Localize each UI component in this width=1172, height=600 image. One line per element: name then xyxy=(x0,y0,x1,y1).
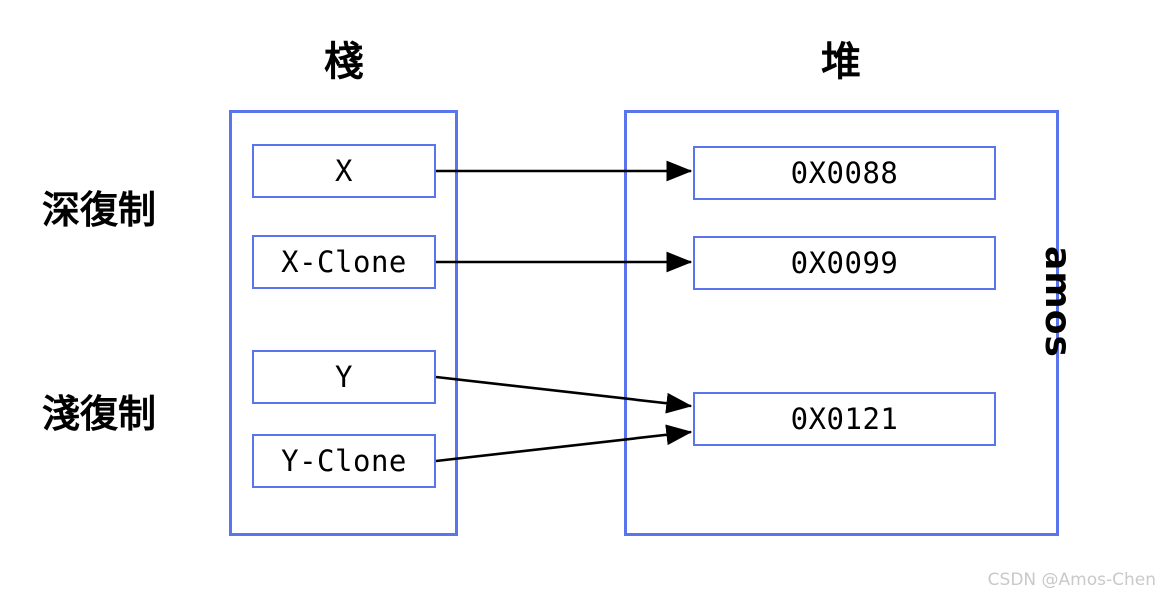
stack-cell-x-clone: X-Clone xyxy=(252,235,436,289)
row-label-shallow-copy: 淺復制 xyxy=(42,391,157,436)
stack-column-title: 棧 xyxy=(324,38,364,85)
heap-cell-address-0x0121: 0X0121 xyxy=(693,392,996,446)
stack-cell-y: Y xyxy=(252,350,436,404)
brand-side-text: amos xyxy=(1037,246,1078,358)
stack-cell-x: X xyxy=(252,144,436,198)
row-label-deep-copy: 深復制 xyxy=(42,187,157,232)
heap-cell-address-0x0099: 0X0099 xyxy=(693,236,996,290)
watermark-text: CSDN @Amos-Chen xyxy=(987,570,1156,590)
heap-cell-address-0x0088: 0X0088 xyxy=(693,146,996,200)
heap-column-title: 堆 xyxy=(821,38,861,85)
stack-cell-y-clone: Y-Clone xyxy=(252,434,436,488)
